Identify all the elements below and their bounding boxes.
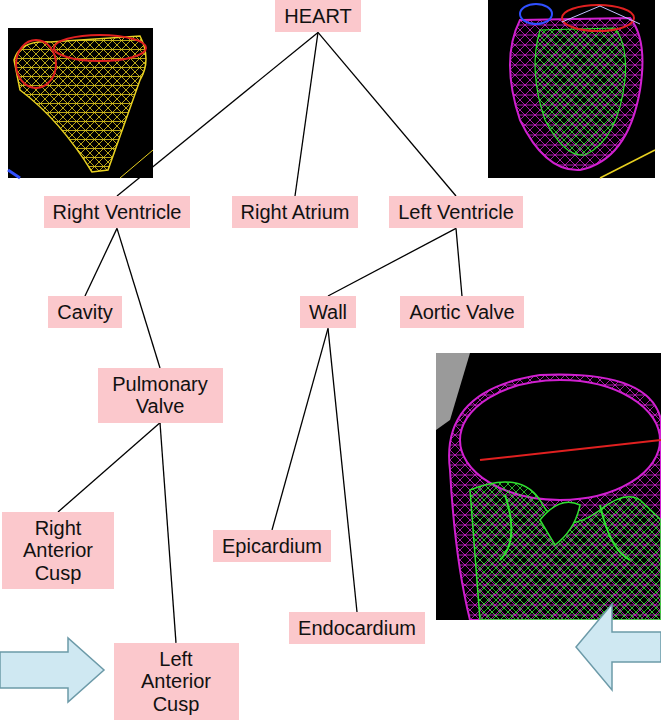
hierarchy-link [318,32,456,196]
pointer-arrow [0,638,104,702]
part-label: Cavity [57,301,113,323]
part-box: Right Atrium [232,196,359,228]
part-box: HEART [275,0,360,32]
hierarchy-link [456,228,462,296]
part-label: HEART [284,5,351,27]
left-ventricle-mesh [488,0,655,178]
hierarchy-link [117,32,318,196]
hierarchy-link [272,328,328,530]
part-box: Left Anterior Cusp [114,643,239,720]
part-box: Right Anterior Cusp [2,512,114,589]
part-label: Right Ventricle [53,201,182,223]
hierarchy-link [328,328,357,612]
part-label: Wall [309,301,347,323]
part-box: Wall [300,296,356,328]
aortic-valve-mesh [436,353,661,620]
part-label: Aortic Valve [409,301,514,323]
hierarchy-link [58,423,160,512]
hierarchy-link [160,423,176,643]
part-label: Left Ventricle [398,201,514,223]
part-label: Right Anterior Cusp [11,517,105,584]
hierarchy-link [328,228,456,296]
pointer-arrow [576,604,661,690]
part-box: Endocardium [289,612,425,644]
part-box: Left Ventricle [389,196,523,228]
part-box: Pulmonary Valve [98,368,223,423]
hierarchy-link [295,32,318,196]
part-label: Right Atrium [241,201,350,223]
part-label: Pulmonary Valve [107,373,214,418]
hierarchy-link [117,228,160,368]
part-box: Cavity [48,296,122,328]
part-box: Epicardium [213,530,331,562]
part-label: Left Anterior Cusp [123,648,230,715]
part-label: Endocardium [298,617,416,639]
right-ventricle-mesh [8,28,153,178]
hierarchy-link [85,228,117,296]
part-label: Epicardium [222,535,322,557]
part-box: Right Ventricle [44,196,191,228]
part-box: Aortic Valve [400,296,523,328]
